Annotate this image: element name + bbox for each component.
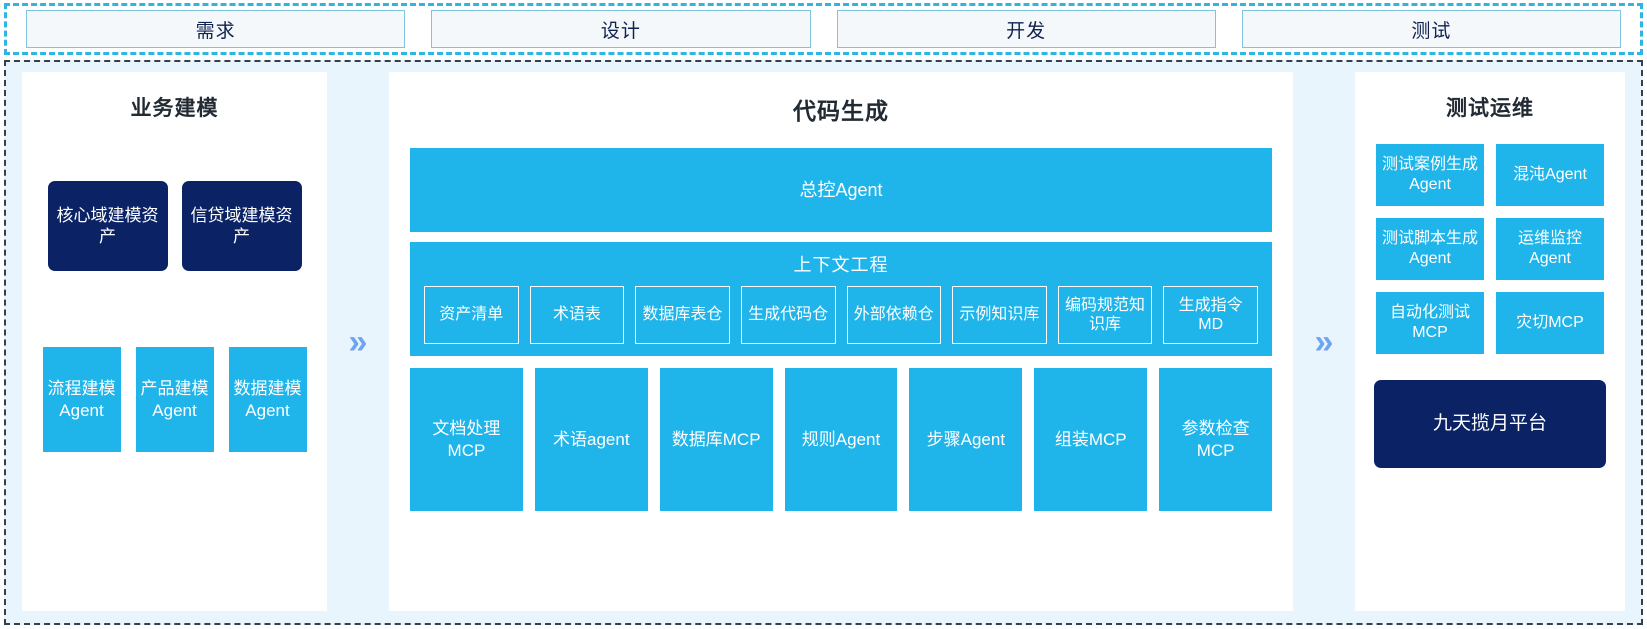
card-test-case-generation-agent[interactable]: 测试案例生成Agent bbox=[1376, 144, 1484, 206]
chevron-glyph: » bbox=[1314, 322, 1334, 361]
stage-chip-design[interactable]: 设计 bbox=[431, 10, 811, 48]
stage-label: 设计 bbox=[600, 20, 641, 42]
double-chevron-right-icon-2: » bbox=[1293, 72, 1355, 611]
card-label: 灾切MCP bbox=[1516, 314, 1584, 331]
card-label: 规则Agent bbox=[801, 429, 881, 449]
card-data-modeling-agent[interactable]: 数据建模Agent bbox=[228, 347, 307, 452]
card-label: 流程建模Agent bbox=[47, 379, 116, 420]
card-master-agent[interactable]: 总控Agent bbox=[410, 148, 1272, 232]
card-label: 测试脚本生成Agent bbox=[1381, 230, 1478, 267]
chip-label: 资产清单 bbox=[439, 306, 504, 324]
context-chip-coding-standard-knowledge-base[interactable]: 编码规范知识库 bbox=[1057, 286, 1153, 344]
card-label: 测试案例生成Agent bbox=[1381, 156, 1478, 193]
card-label: 步骤Agent bbox=[926, 429, 1006, 449]
card-database-mcp[interactable]: 数据库MCP bbox=[659, 368, 773, 511]
panel-code-generation: 代码生成 总控Agent 上下文工程 资产清单 术语表 bbox=[389, 72, 1293, 611]
card-automated-test-mcp[interactable]: 自动化测试MCP bbox=[1376, 292, 1484, 354]
chip-label: 示例知识库 bbox=[959, 306, 1040, 324]
card-label: 信贷域建模资产 bbox=[190, 205, 293, 246]
card-label: 参数检查MCP bbox=[1181, 419, 1250, 460]
card-credit-domain-asset[interactable]: 信贷域建模资产 bbox=[181, 181, 302, 271]
card-label: 产品建模Agent bbox=[140, 379, 209, 420]
context-chip-glossary[interactable]: 术语表 bbox=[529, 286, 625, 344]
card-test-script-generation-agent[interactable]: 测试脚本生成Agent bbox=[1376, 218, 1484, 280]
card-label: 数据库MCP bbox=[671, 429, 761, 449]
card-process-modeling-agent[interactable]: 流程建模Agent bbox=[42, 347, 121, 452]
card-label: 术语agent bbox=[553, 429, 630, 449]
stage-chip-development[interactable]: 开发 bbox=[836, 10, 1216, 48]
panel-test-operations: 测试运维 测试案例生成Agent 混沌Agent 测试脚本生成Agent 运维监… bbox=[1355, 72, 1625, 611]
card-label: 文档处理MCP bbox=[432, 419, 501, 460]
panel-title-business-modeling: 业务建模 bbox=[130, 97, 219, 120]
panel-title-code-generation: 代码生成 bbox=[793, 98, 889, 124]
context-chip-external-dependency-repo[interactable]: 外部依赖仓 bbox=[846, 286, 942, 344]
card-label: 总控Agent bbox=[799, 179, 883, 200]
card-label: 混沌Agent bbox=[1513, 166, 1587, 183]
stage-label: 需求 bbox=[195, 20, 236, 42]
chevron-glyph: » bbox=[348, 322, 368, 361]
context-chip-generated-code-repo[interactable]: 生成代码仓 bbox=[740, 286, 836, 344]
chip-label: 外部依赖仓 bbox=[853, 306, 934, 324]
card-glossary-agent[interactable]: 术语agent bbox=[534, 368, 648, 511]
card-rule-agent[interactable]: 规则Agent bbox=[784, 368, 898, 511]
test-ops-card-grid: 测试案例生成Agent 混沌Agent 测试脚本生成Agent 运维监控Agen… bbox=[1376, 144, 1604, 354]
double-chevron-right-icon-1: » bbox=[327, 72, 389, 611]
architecture-region: 业务建模 核心域建模资产 信贷域建模资产 流程建模Agent 产品建模Agent… bbox=[4, 60, 1643, 625]
stage-label: 开发 bbox=[1006, 20, 1047, 42]
context-engineering-box: 上下文工程 资产清单 术语表 数据库表仓 生成代码仓 bbox=[410, 242, 1272, 356]
card-label: 核心域建模资产 bbox=[56, 205, 159, 246]
chip-label: 生成代码仓 bbox=[748, 306, 829, 324]
context-chip-generation-instruction-md[interactable]: 生成指令MD bbox=[1163, 286, 1258, 344]
code-generation-body: 总控Agent 上下文工程 资产清单 术语表 数据库表仓 bbox=[389, 130, 1293, 511]
card-disaster-switch-mcp[interactable]: 灾切MCP bbox=[1496, 292, 1604, 354]
card-parameter-check-mcp[interactable]: 参数检查MCP bbox=[1159, 368, 1273, 511]
mcp-card-row: 文档处理MCP 术语agent 数据库MCP 规则Agent 步骤Agent bbox=[410, 368, 1273, 511]
chip-label: 生成指令MD bbox=[1178, 296, 1243, 333]
card-label: 自动化测试MCP bbox=[1389, 304, 1470, 341]
business-asset-group: 核心域建模资产 信贷域建模资产 bbox=[47, 181, 302, 271]
card-core-domain-asset[interactable]: 核心域建模资产 bbox=[47, 181, 168, 271]
context-chip-db-table-repo[interactable]: 数据库表仓 bbox=[635, 286, 730, 344]
chip-label: 数据库表仓 bbox=[642, 306, 723, 324]
chip-label: 术语表 bbox=[552, 306, 601, 324]
context-chip-row: 资产清单 术语表 数据库表仓 生成代码仓 外部依赖仓 bbox=[410, 286, 1272, 344]
card-ops-monitoring-agent[interactable]: 运维监控Agent bbox=[1496, 218, 1604, 280]
context-engineering-title: 上下文工程 bbox=[793, 255, 889, 275]
stage-chip-testing[interactable]: 测试 bbox=[1241, 10, 1621, 48]
card-step-agent[interactable]: 步骤Agent bbox=[909, 368, 1023, 511]
stage-bar: 需求 设计 开发 测试 bbox=[4, 3, 1643, 55]
chip-label: 编码规范知识库 bbox=[1065, 296, 1146, 333]
card-assembly-mcp[interactable]: 组装MCP bbox=[1034, 368, 1148, 511]
card-label: 组装MCP bbox=[1054, 429, 1127, 449]
panel-business-modeling: 业务建模 核心域建模资产 信贷域建模资产 流程建模Agent 产品建模Agent… bbox=[22, 72, 327, 611]
card-label: 数据建模Agent bbox=[233, 379, 302, 420]
card-chaos-agent[interactable]: 混沌Agent bbox=[1496, 144, 1604, 206]
card-jiutian-lanyue-platform[interactable]: 九天揽月平台 bbox=[1374, 380, 1606, 468]
context-chip-example-knowledge-base[interactable]: 示例知识库 bbox=[952, 286, 1047, 344]
stage-label: 测试 bbox=[1411, 20, 1452, 42]
panel-title-test-operations: 测试运维 bbox=[1446, 97, 1534, 120]
card-label: 运维监控Agent bbox=[1517, 230, 1582, 267]
context-chip-asset-list[interactable]: 资产清单 bbox=[424, 286, 519, 344]
card-document-processing-mcp[interactable]: 文档处理MCP bbox=[410, 368, 523, 511]
stage-chip-requirements[interactable]: 需求 bbox=[26, 10, 406, 48]
card-product-modeling-agent[interactable]: 产品建模Agent bbox=[135, 347, 214, 452]
business-agent-group: 流程建模Agent 产品建模Agent 数据建模Agent bbox=[42, 347, 307, 452]
card-label: 九天揽月平台 bbox=[1432, 413, 1547, 435]
